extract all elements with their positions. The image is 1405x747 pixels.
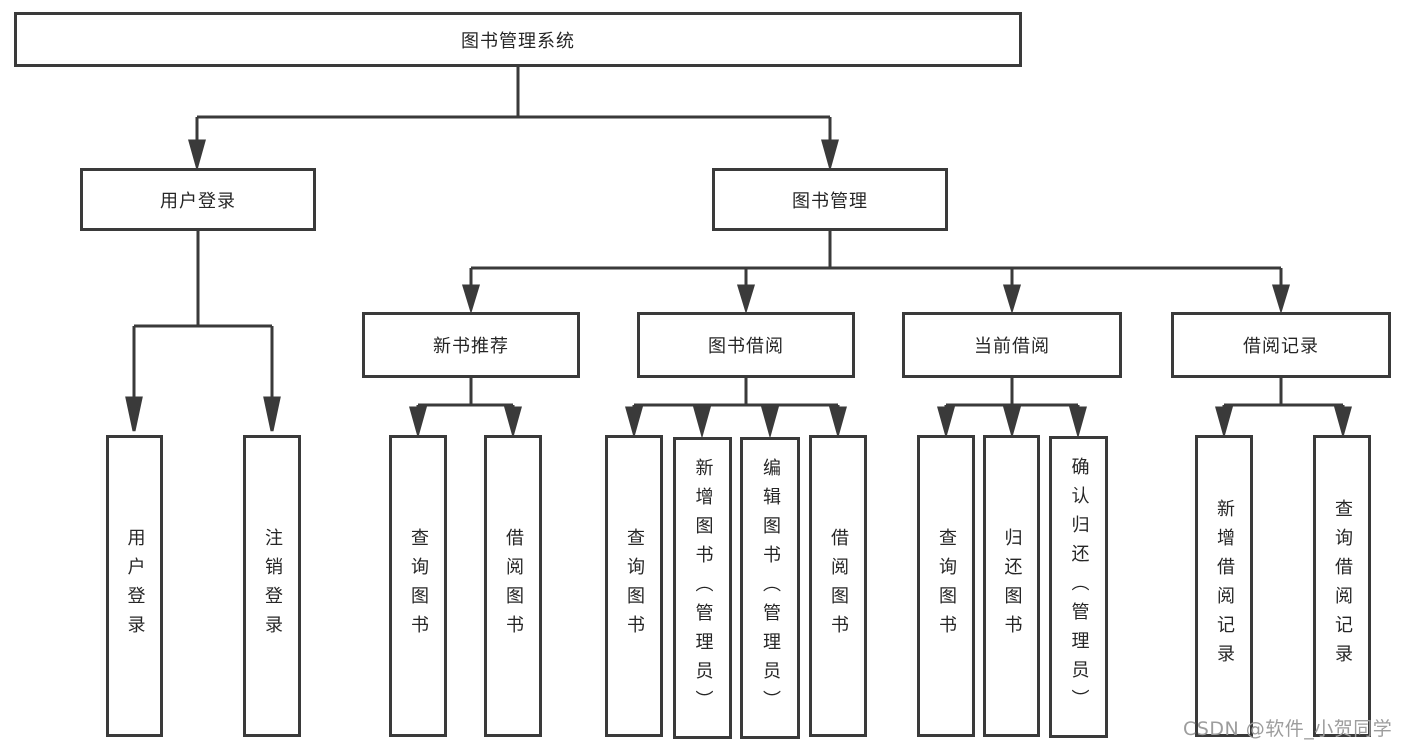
leaf-return-books: 归还图书: [983, 435, 1040, 737]
leaf-borrow-borrow-books-label: 借阅图书: [828, 528, 849, 644]
leaf-user-login-label: 用户登录: [124, 528, 146, 644]
leaf-confirm-return-admin-label: 确认归还（管理员）: [1068, 456, 1090, 718]
arrowhead: [263, 326, 281, 432]
node-book-management: 图书管理: [712, 168, 948, 231]
node-new-book-recommend-label: 新书推荐: [433, 336, 509, 357]
arrowhead: [1069, 405, 1087, 439]
connector-line: [946, 378, 1078, 407]
connector-line: [197, 67, 830, 119]
leaf-add-borrow-record: 新增借阅记录: [1195, 435, 1253, 737]
connector-current-borrow-children: [937, 378, 1087, 439]
connector-line: [1224, 378, 1343, 407]
arrowhead: [829, 405, 847, 439]
leaf-borrow-query-books-label: 查询图书: [624, 528, 645, 644]
node-book-borrowing: 图书借阅: [637, 312, 855, 378]
connector-line: [418, 378, 513, 407]
arrowhead: [504, 405, 522, 439]
leaf-recommend-borrow-books: 借阅图书: [484, 435, 542, 737]
node-borrowing-records: 借阅记录: [1171, 312, 1391, 378]
connector-book-borrow-children: [625, 378, 847, 439]
node-book-borrowing-label: 图书借阅: [708, 336, 784, 357]
node-root-label: 图书管理系统: [461, 30, 575, 52]
arrowhead: [188, 117, 206, 172]
leaf-logout: 注销登录: [243, 435, 301, 737]
connector-root-to-level2: [188, 67, 839, 172]
arrowhead: [821, 117, 839, 172]
connector-book-mgmt-to-level3: [461, 231, 1291, 315]
leaf-user-login: 用户登录: [106, 435, 163, 737]
arrowhead: [461, 268, 481, 315]
leaf-current-query-books: 查询图书: [917, 435, 975, 737]
leaf-add-books-admin-label: 新增图书（管理员）: [692, 457, 714, 719]
leaf-recommend-query-books-label: 查询图书: [408, 528, 429, 644]
node-user-login: 用户登录: [80, 168, 316, 231]
leaf-recommend-borrow-books-label: 借阅图书: [503, 528, 524, 644]
leaf-query-borrow-record: 查询借阅记录: [1313, 435, 1371, 737]
leaf-recommend-query-books: 查询图书: [389, 435, 447, 737]
connector-borrow-record-children: [1215, 378, 1352, 439]
leaf-confirm-return-admin: 确认归还（管理员）: [1049, 436, 1108, 738]
arrowhead: [1003, 405, 1021, 439]
node-root: 图书管理系统: [14, 12, 1022, 67]
connector-new-book-rec-children: [409, 378, 522, 439]
arrowhead: [1334, 405, 1352, 439]
arrowhead: [1215, 405, 1233, 439]
node-current-borrowing: 当前借阅: [902, 312, 1122, 378]
leaf-query-borrow-record-label: 查询借阅记录: [1332, 499, 1353, 673]
arrowhead: [1271, 268, 1291, 315]
connector-line: [134, 231, 272, 328]
node-book-management-label: 图书管理: [792, 190, 868, 212]
node-borrowing-records-label: 借阅记录: [1243, 336, 1319, 357]
arrowhead: [125, 326, 143, 432]
leaf-current-query-books-label: 查询图书: [936, 528, 957, 644]
leaf-logout-label: 注销登录: [262, 528, 283, 644]
arrowhead: [693, 405, 711, 439]
leaf-borrow-query-books: 查询图书: [605, 435, 663, 737]
connector-line: [471, 231, 1281, 270]
arrowhead: [736, 268, 756, 315]
node-user-login-label: 用户登录: [160, 190, 236, 212]
connector-line: [634, 378, 838, 407]
arrowhead: [761, 405, 779, 439]
node-current-borrowing-label: 当前借阅: [974, 336, 1050, 357]
leaf-return-books-label: 归还图书: [1001, 528, 1023, 644]
connector-user-login-children: [125, 231, 281, 432]
node-new-book-recommend: 新书推荐: [362, 312, 580, 378]
leaf-edit-books-admin: 编辑图书（管理员）: [740, 437, 800, 739]
arrowhead: [625, 405, 643, 439]
arrowhead: [1002, 268, 1022, 315]
leaf-add-books-admin: 新增图书（管理员）: [673, 437, 732, 739]
leaf-borrow-borrow-books: 借阅图书: [809, 435, 867, 737]
leaf-edit-books-admin-label: 编辑图书（管理员）: [760, 457, 781, 719]
arrowhead: [937, 405, 955, 439]
leaf-add-borrow-record-label: 新增借阅记录: [1214, 499, 1235, 673]
arrowhead: [409, 405, 427, 439]
csdn-watermark: CSDN @软件_小贺同学: [1183, 718, 1393, 740]
